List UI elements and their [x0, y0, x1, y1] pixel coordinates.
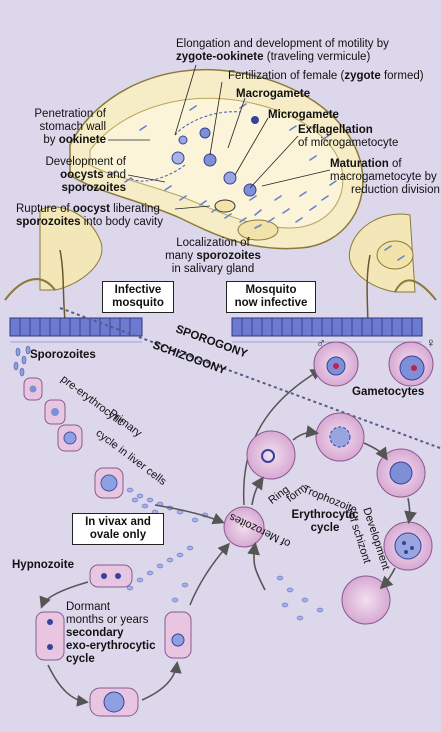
label-fertilization: Fertilization of female (zygote formed) — [228, 70, 424, 82]
label-hypnozoite: Hypnozoite — [12, 559, 74, 571]
label-rupture: Rupture of oocyst liberating sporozoites… — [16, 203, 164, 228]
gametes — [129, 111, 259, 213]
injected-sporozoites — [13, 345, 31, 377]
gametocyte-cells — [313, 341, 434, 387]
female-symbol: ♀ — [426, 335, 436, 350]
label-sporozoites: Sporozoites — [30, 349, 96, 361]
secondary-cycle-arrows — [39, 542, 230, 707]
label-penetration: Penetration of stomach wall by ookinete — [34, 108, 106, 146]
secondary-cycle-cells — [35, 564, 192, 717]
label-macrogamete: Macrogamete — [236, 88, 311, 100]
mosquito-sporozoites — [109, 103, 405, 261]
erythrocytic-arrows — [247, 425, 417, 591]
sporogony-schizogony-divider — [59, 307, 441, 449]
label-development: Development of oocysts and sporozoites — [45, 156, 126, 194]
label-localization: Localization of many sporozoites in sali… — [165, 237, 261, 275]
arrow-liver-to-blood — [154, 504, 225, 525]
leader-lines — [108, 64, 331, 210]
central-red-blood-cell — [223, 506, 265, 548]
skin-layers — [9, 317, 423, 343]
arrow-to-gametocytes — [242, 368, 323, 506]
label-maturation: Maturation of macrogametocyte by reducti… — [330, 158, 440, 196]
released-merozoites — [276, 575, 324, 621]
label-gametocytes: Gametocytes — [352, 386, 425, 398]
label-microgamete: Microgamete — [268, 109, 339, 121]
liver-cell-chain — [23, 377, 124, 499]
label-elongation: Elongation and development of motility b… — [176, 38, 389, 63]
male-symbol: ♂ — [316, 335, 326, 350]
erythrocytic-cells — [246, 412, 433, 625]
